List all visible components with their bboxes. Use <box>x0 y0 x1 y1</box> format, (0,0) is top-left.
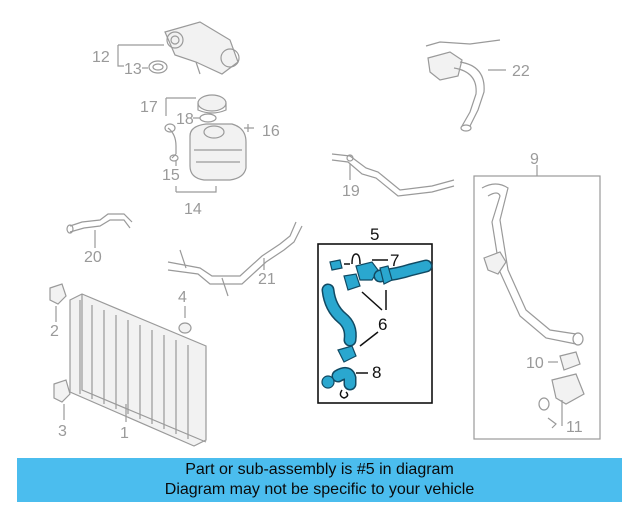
callout-22: 22 <box>512 63 530 80</box>
callout-11: 11 <box>566 419 583 436</box>
callout-15: 15 <box>162 167 180 184</box>
callout-2: 2 <box>50 323 59 340</box>
part-14-expansion-tank <box>189 123 247 181</box>
leader-6-lower <box>359 331 379 347</box>
part-2-mount <box>49 283 67 305</box>
part-18-seal <box>199 113 217 123</box>
callout-16: 16 <box>262 123 280 140</box>
callout-9: 9 <box>530 151 539 168</box>
bracket-14 <box>175 186 217 193</box>
callout-18: 18 <box>176 111 194 128</box>
callout-8: 8 <box>372 363 381 382</box>
parts-diagram: 12 13 17 18 16 15 14 20 <box>49 21 601 447</box>
banner-line-part: Part or sub-assembly is #5 in diagram <box>185 461 454 478</box>
callout-21: 21 <box>258 271 276 288</box>
callout-4: 4 <box>178 289 187 306</box>
callout-20: 20 <box>84 249 102 266</box>
callout-10: 10 <box>526 355 544 372</box>
part-1-radiator <box>69 293 207 447</box>
callout-5: 5 <box>370 225 379 244</box>
part-12-thermostat-housing <box>164 21 240 75</box>
highlighted-hoses <box>321 253 433 399</box>
callout-12: 12 <box>92 49 110 66</box>
callout-3: 3 <box>58 423 67 440</box>
callout-17: 17 <box>140 99 158 116</box>
part-15-hose <box>164 123 179 162</box>
part-9-box <box>473 175 601 440</box>
part-17-reservoir-cap <box>197 94 227 114</box>
info-banner: Part or sub-assembly is #5 in diagram Di… <box>17 458 622 502</box>
callout-1: 1 <box>120 425 129 442</box>
part-21-pipe <box>167 221 303 297</box>
callout-7: 7 <box>390 251 399 270</box>
bracket-17 <box>165 97 196 116</box>
part-16-bolt <box>244 124 254 132</box>
callout-14: 14 <box>184 201 202 218</box>
leader-6-upper <box>361 290 387 311</box>
callout-6: 6 <box>378 315 387 334</box>
banner-line-disclaimer: Diagram may not be specific to your vehi… <box>164 481 475 498</box>
part-13-gasket <box>148 60 168 74</box>
part-3-mount <box>53 379 71 403</box>
bracket-12 <box>117 44 164 67</box>
part-19-pipe <box>331 153 455 197</box>
part-4-grommet <box>178 322 192 334</box>
callout-19: 19 <box>342 183 360 200</box>
part-20-hose <box>66 213 133 234</box>
callout-13: 13 <box>124 61 142 78</box>
part-22-hose <box>425 39 501 132</box>
